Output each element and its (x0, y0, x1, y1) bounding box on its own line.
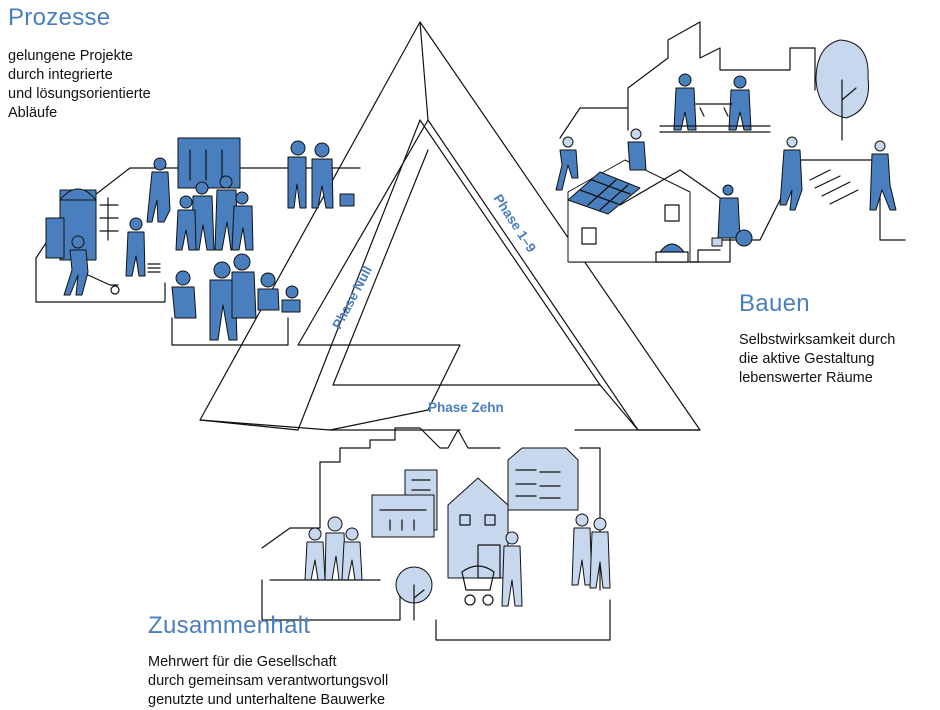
prozesse-description: gelungene Projekte durch integrierte und… (8, 47, 151, 123)
bauen-description: Selbstwirksamkeit durch die aktive Gesta… (739, 331, 895, 388)
zusammenhalt-title: Zusammenhalt (148, 612, 311, 639)
zusammenhalt-line: Mehrwert für die Gesellschaft (148, 654, 337, 670)
bauen-illustration (555, 21, 906, 263)
prozesse-line: und lösungsorientierte (8, 86, 151, 102)
bauen-line: lebenswerter Räume (739, 370, 873, 386)
triangle-inner-edge (297, 119, 601, 431)
bauen-line: die aktive Gestaltung (739, 351, 875, 367)
bauen-title: Bauen (739, 290, 810, 317)
prozesse-line: gelungene Projekte (8, 48, 133, 64)
zusammenhalt-illustration (261, 427, 611, 641)
prozesse-line: Abläufe (8, 105, 58, 121)
zusammenhalt-description: Mehrwert für die Gesellschaft durch geme… (148, 653, 388, 710)
prozesse-illustration (35, 137, 361, 346)
prozesse-line: durch integrierte (8, 67, 113, 83)
prozesse-title: Prozesse (8, 4, 111, 31)
zusammenhalt-line: genutzte und unterhaltene Bauwerke (148, 692, 386, 708)
zusammenhalt-line: durch gemeinsam verantwortungsvoll (148, 673, 389, 689)
triangle-outer-band (199, 21, 701, 431)
phase-zehn-label: Phase Zehn (428, 400, 504, 415)
bauen-line: Selbstwirksamkeit durch (739, 332, 896, 348)
